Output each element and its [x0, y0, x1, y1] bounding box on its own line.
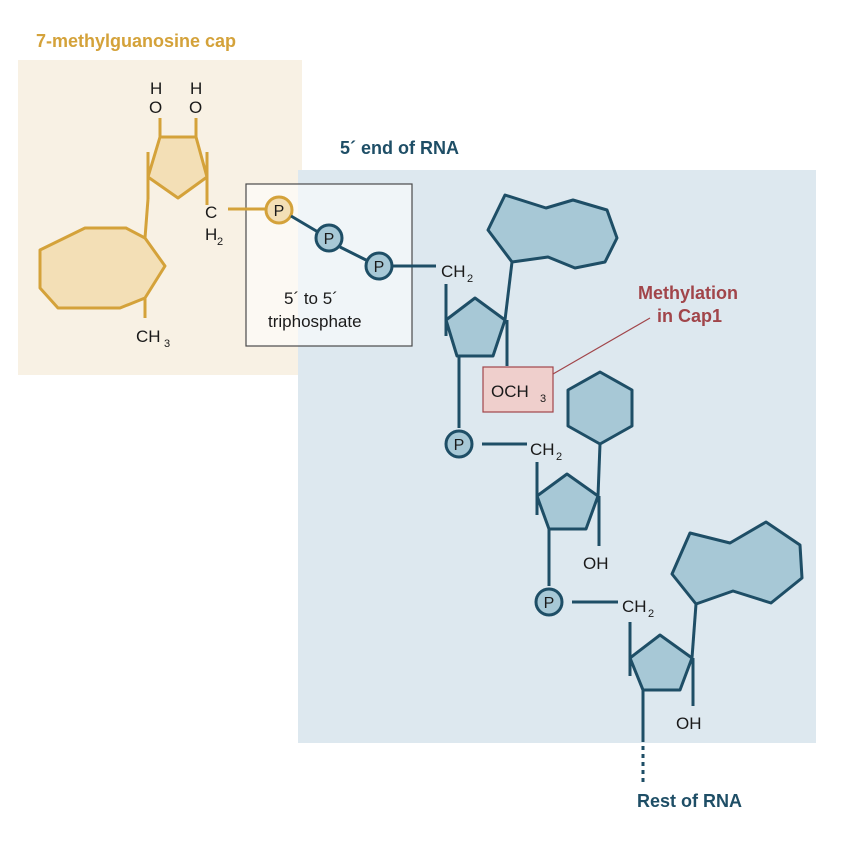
och3-subscript: 3: [540, 393, 546, 405]
cap-structure: [38, 118, 266, 318]
rna-phosphate-label-4: P: [544, 595, 555, 612]
rna-ch2-subscript-1: 2: [467, 273, 473, 285]
triphosphate-label-line2: triphosphate: [268, 312, 362, 331]
cap-c-label: C: [205, 203, 217, 222]
rna-phosphate-3: [444, 429, 474, 459]
cap-hydroxyl-h-2: H: [190, 79, 202, 98]
methylation-pointer: [552, 317, 651, 375]
rna-phosphate-label-2: P: [374, 259, 385, 276]
methylation-label-line1: Methylation: [638, 283, 738, 303]
rna-phosphate-label-1: P: [324, 231, 335, 248]
rna-phosphate-1: [314, 223, 344, 253]
base-ring-2: [566, 370, 634, 446]
cap-base-ring: [38, 226, 167, 310]
rna-structure: [290, 193, 804, 742]
cap-h-subscript: 2: [217, 236, 223, 248]
methylation-label-line2: in Cap1: [657, 306, 722, 326]
ribose-ring-3: [628, 633, 694, 692]
cap-hydroxyl-o-2: O: [189, 98, 202, 117]
cap-phosphate: [264, 195, 294, 225]
rna-phosphate-4: [534, 587, 564, 617]
cap-methyl-subscript: 3: [164, 338, 170, 350]
base-ring-1: [486, 193, 619, 270]
rna-ch2-subscript-2: 2: [556, 451, 562, 463]
cap-methyl-label: CH: [136, 327, 161, 346]
och3-label: OCH: [491, 382, 529, 401]
rna-phosphate-2: [364, 251, 394, 281]
rna-hydroxyl-label-1: OH: [583, 554, 609, 573]
cap-hydroxyl-o-1: O: [149, 98, 162, 117]
rna-ch2-label-2: CH: [530, 440, 555, 459]
cap-ribose-ring: [146, 135, 209, 200]
rna-phosphate-label-3: P: [454, 437, 465, 454]
rna-ch2-label-3: CH: [622, 597, 647, 616]
cap-h-label: H: [205, 225, 217, 244]
rna-ch2-label-1: CH: [441, 262, 466, 281]
ribose-ring-1: [444, 296, 507, 358]
ribose-ring-2: [535, 472, 600, 531]
rna-ch2-subscript-3: 2: [648, 608, 654, 620]
rna-title: 5´ end of RNA: [340, 138, 459, 158]
rna-hydroxyl-label-2: OH: [676, 714, 702, 733]
rest-of-rna-label: Rest of RNA: [637, 791, 742, 811]
triphosphate-label-line1: 5´ to 5´: [284, 289, 338, 308]
och3-box: [482, 366, 554, 413]
cap-hydroxyl-h-1: H: [150, 79, 162, 98]
cap-title: 7-methylguanosine cap: [36, 31, 236, 51]
cap-phosphate-label: P: [274, 203, 285, 220]
base-ring-3: [670, 520, 804, 606]
